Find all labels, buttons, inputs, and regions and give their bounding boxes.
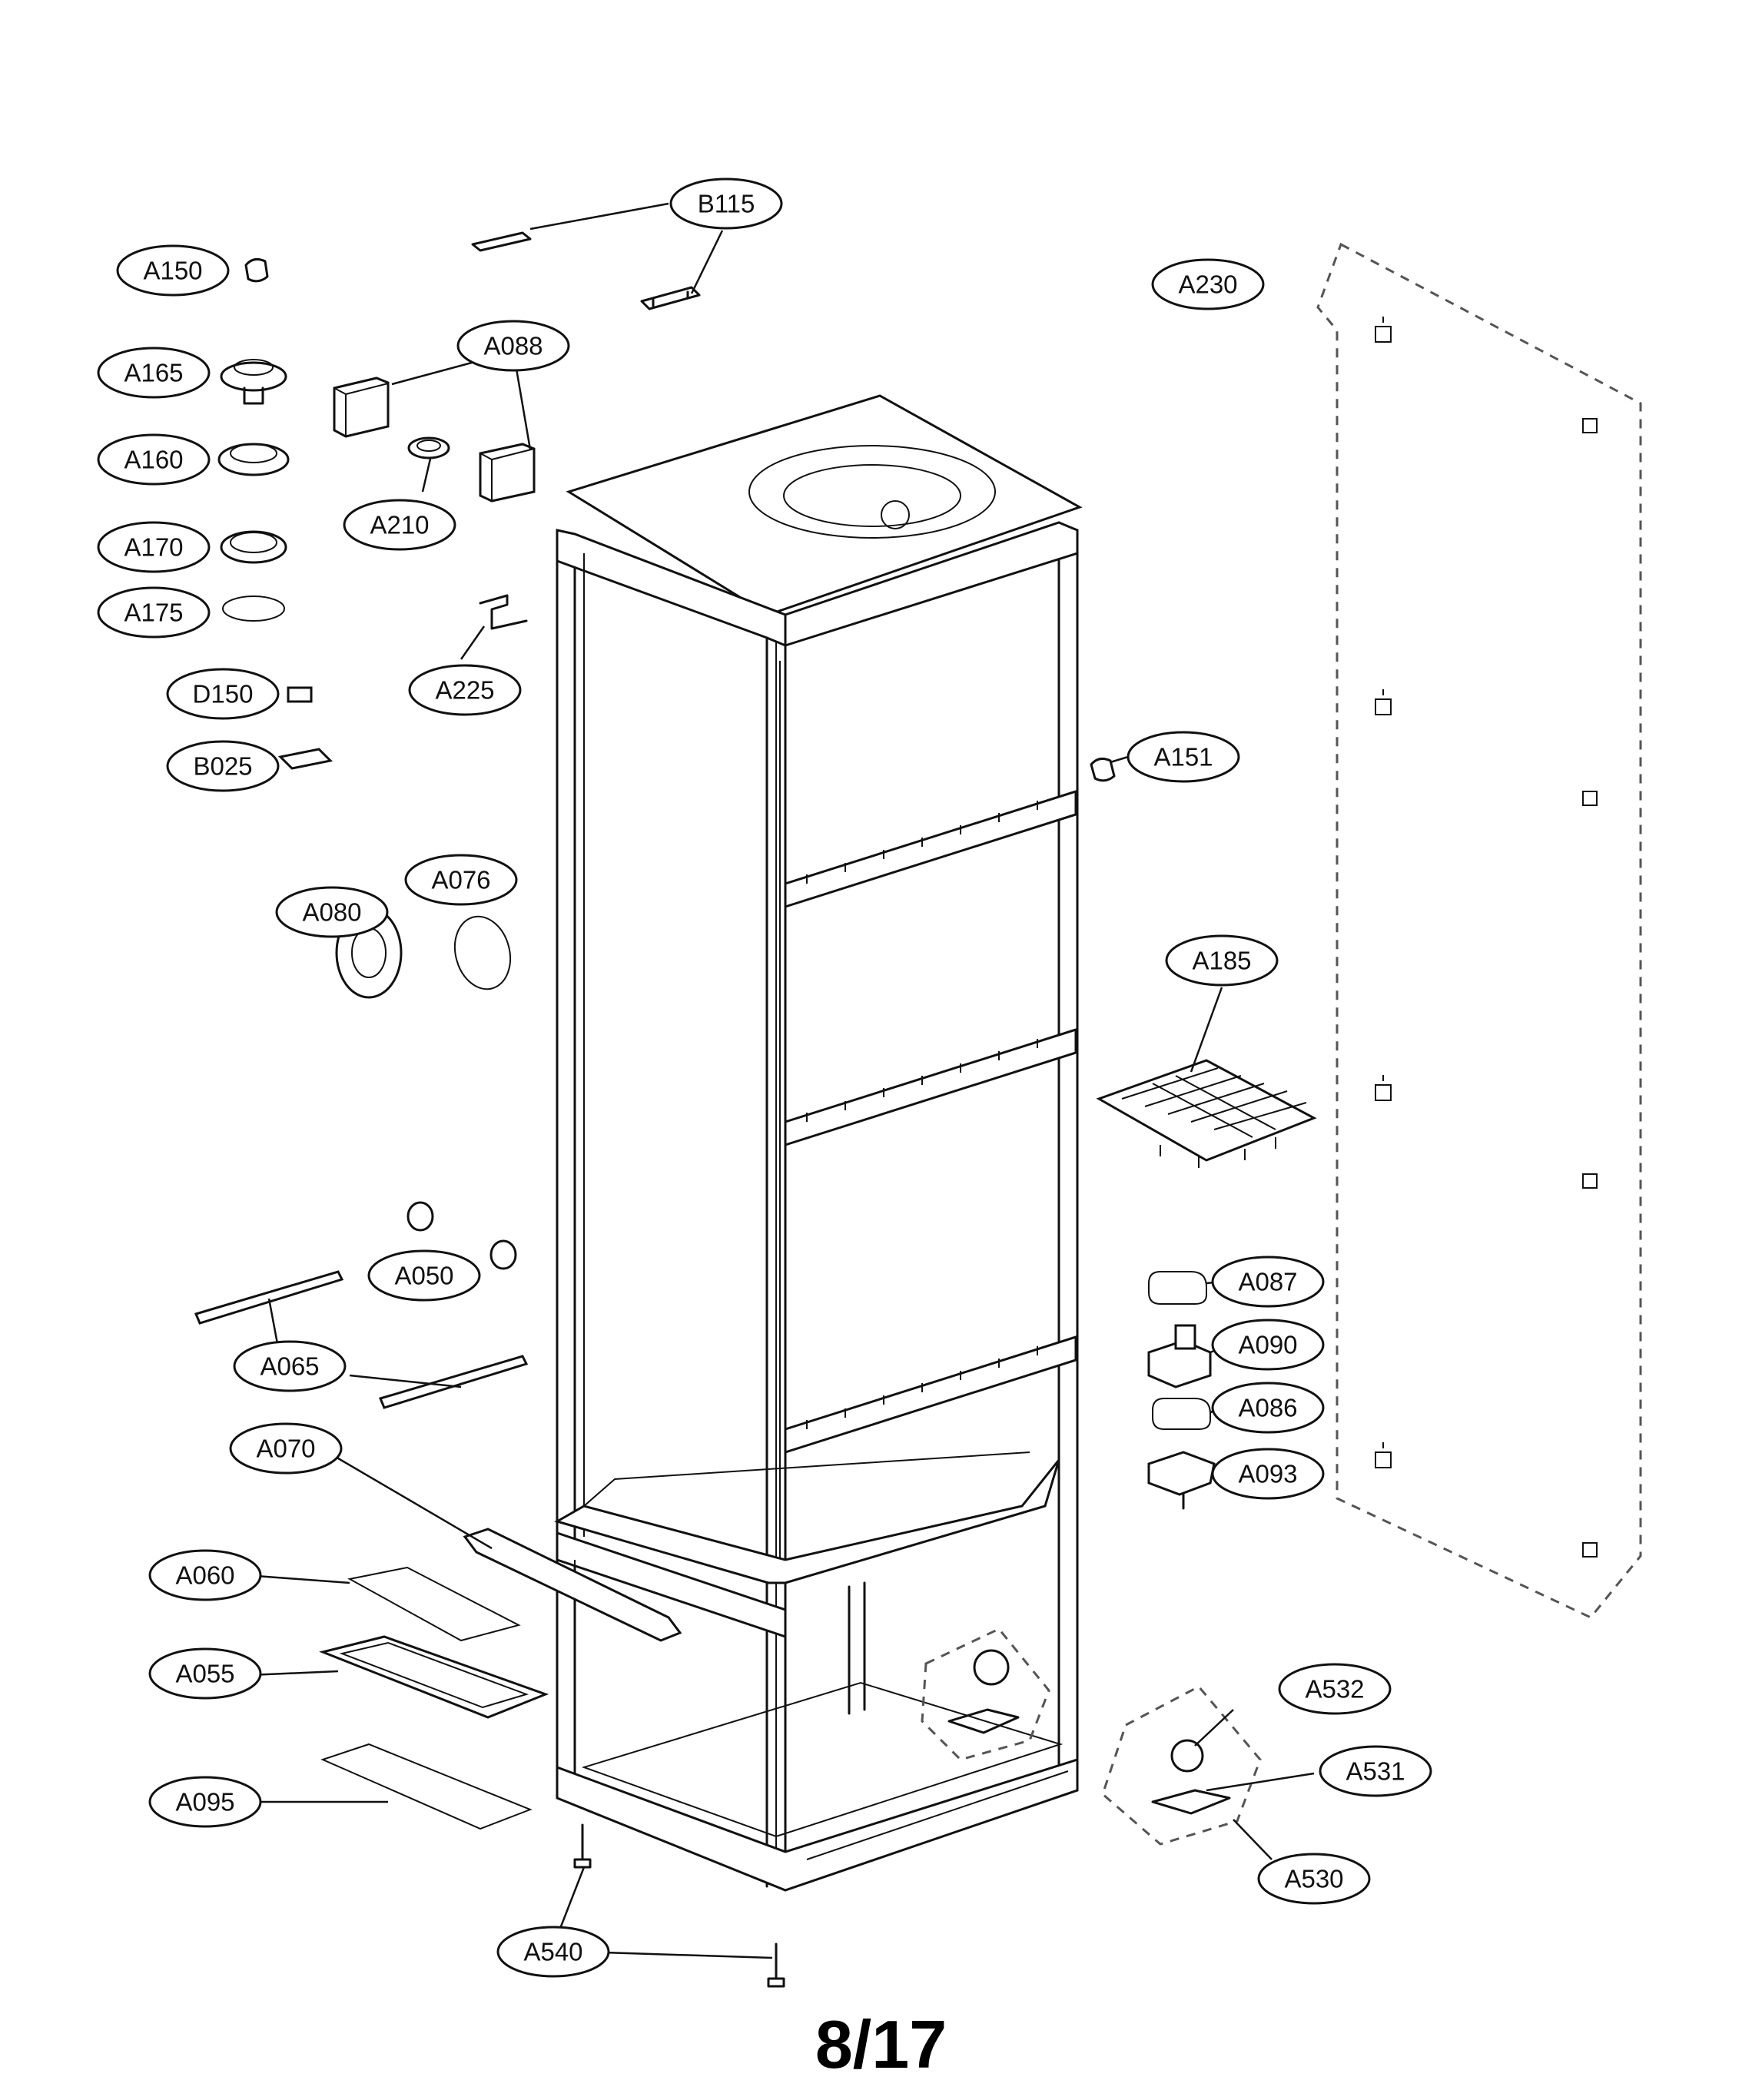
callout-b025: B025 (166, 740, 280, 792)
callout-a175: A175 (97, 586, 211, 639)
part-b025 (277, 748, 333, 770)
part-a160 (217, 443, 290, 476)
svg-text:A151: A151 (1153, 743, 1213, 771)
part-a055 (319, 1635, 549, 1719)
svg-text:A210: A210 (370, 511, 429, 539)
callout-a060: A060 (148, 1549, 262, 1601)
lower-sub-assembly (921, 1627, 1050, 1761)
callout-a095: A095 (148, 1776, 262, 1828)
cabinet-frame (554, 394, 1083, 1892)
callout-a086: A086 (1211, 1382, 1325, 1434)
svg-text:A087: A087 (1238, 1268, 1297, 1296)
part-a151 (1090, 757, 1116, 782)
svg-text:A185: A185 (1192, 947, 1251, 975)
callout-a087: A087 (1211, 1256, 1325, 1308)
svg-text:A230: A230 (1178, 270, 1237, 299)
callout-a532: A532 (1278, 1663, 1392, 1715)
svg-text:A165: A165 (124, 359, 183, 387)
callout-a065: A065 (233, 1340, 347, 1392)
callout-a165: A165 (97, 347, 211, 399)
callout-a050: A050 (367, 1249, 481, 1302)
svg-text:A093: A093 (1238, 1460, 1297, 1488)
callout-a150: A150 (116, 244, 230, 297)
svg-text:A055: A055 (175, 1660, 234, 1688)
svg-text:A531: A531 (1346, 1757, 1405, 1786)
callout-labels: B115 A150 A230 A165 A088 A160 A210 A170 … (97, 177, 1432, 1978)
part-a185 (1096, 1059, 1317, 1168)
part-a150 (244, 257, 269, 283)
callout-b115: B115 (669, 177, 783, 230)
callout-a225: A225 (408, 664, 522, 716)
part-a088 (333, 377, 536, 503)
callout-a080: A080 (275, 886, 389, 938)
part-a210 (407, 436, 450, 459)
part-a540 (573, 1823, 785, 1988)
door-panel-a230 (1316, 242, 1642, 1619)
callout-d150: D150 (166, 668, 280, 720)
part-a086 (1152, 1398, 1211, 1430)
part-a060 (347, 1566, 521, 1642)
svg-text:B025: B025 (193, 752, 252, 781)
callout-a076: A076 (404, 854, 518, 906)
svg-text:A090: A090 (1238, 1331, 1297, 1359)
part-a530-assembly (1101, 1685, 1262, 1846)
callout-a230: A230 (1151, 258, 1265, 310)
svg-text:A170: A170 (124, 533, 183, 562)
callout-a210: A210 (343, 499, 456, 551)
page-number: 8/17 (815, 2006, 947, 2082)
callout-a055: A055 (148, 1647, 262, 1700)
part-a087 (1148, 1271, 1207, 1305)
svg-text:A532: A532 (1305, 1675, 1364, 1704)
callout-a160: A160 (97, 433, 211, 486)
part-a170 (220, 530, 287, 564)
svg-text:A076: A076 (431, 866, 490, 894)
svg-text:B115: B115 (698, 190, 755, 218)
svg-text:A088: A088 (483, 332, 543, 360)
callout-a151: A151 (1127, 731, 1240, 783)
part-a065 (194, 1270, 529, 1409)
part-b115 (471, 231, 701, 310)
svg-text:A095: A095 (175, 1788, 234, 1816)
part-a093 (1147, 1451, 1216, 1510)
callout-a093: A093 (1211, 1448, 1325, 1500)
callout-a090: A090 (1211, 1319, 1325, 1371)
callout-a170: A170 (97, 521, 211, 573)
svg-text:A540: A540 (523, 1938, 582, 1966)
callout-a070: A070 (229, 1422, 343, 1475)
part-a070 (463, 1528, 682, 1642)
part-a095 (320, 1743, 533, 1830)
svg-text:A080: A080 (302, 898, 361, 927)
callout-a540: A540 (496, 1926, 610, 1978)
part-d150 (287, 686, 313, 703)
callout-a185: A185 (1165, 934, 1279, 987)
svg-text:A070: A070 (256, 1435, 315, 1463)
callout-a530: A530 (1257, 1853, 1371, 1905)
svg-text:A065: A065 (260, 1352, 319, 1381)
part-a225 (479, 594, 528, 630)
svg-text:A225: A225 (435, 676, 494, 705)
part-a175 (222, 595, 285, 622)
part-a076 (453, 915, 512, 990)
svg-text:A175: A175 (124, 599, 183, 627)
svg-text:A530: A530 (1284, 1865, 1343, 1893)
svg-text:A150: A150 (143, 257, 202, 285)
svg-text:A086: A086 (1238, 1394, 1297, 1422)
callout-a531: A531 (1319, 1745, 1432, 1797)
svg-text:A050: A050 (394, 1262, 453, 1290)
svg-text:A060: A060 (175, 1561, 234, 1590)
part-a165 (220, 359, 287, 405)
part-a090 (1147, 1324, 1212, 1388)
part-a050 (406, 1201, 517, 1270)
svg-text:A160: A160 (124, 446, 183, 474)
callout-a088: A088 (456, 320, 570, 372)
svg-text:D150: D150 (193, 680, 254, 708)
